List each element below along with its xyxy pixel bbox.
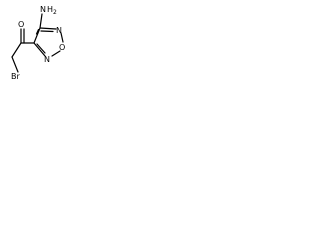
amine-subscript-label: 2 [53, 9, 57, 16]
ring-bond-n-o [60, 32, 64, 43]
amine-hydrogen-label: H [47, 5, 53, 14]
ring-bond-c4-c3-inner [35, 28, 40, 35]
ring-bond-c4-n [39, 27, 57, 30]
ring-bond-c3-n [33, 42, 46, 57]
bond-carbonyl-to-ch2 [11, 42, 22, 58]
structure-canvas: N H 2 N O N O Br [0, 0, 75, 83]
amine-nitrogen-label: N [40, 5, 46, 14]
ring-bond-c4-c3 [33, 27, 41, 44]
ring-bond-c3-n-inner [36, 43, 46, 54]
ring-bond-o-n [51, 50, 61, 57]
ring-oxygen-label: O [59, 43, 65, 52]
ring-nitrogen-bottom-label: N [44, 55, 50, 64]
molecule-structure: N H 2 N O N O Br [11, 5, 65, 81]
bond-amine-to-ring [39, 13, 43, 29]
ring-nitrogen-top-label: N [56, 26, 62, 35]
ring-bond-c4-n-inner [40, 30, 54, 33]
bond-ch2-to-br [11, 56, 19, 73]
carbonyl-oxygen-label: O [18, 20, 24, 29]
bromine-label: Br [11, 72, 20, 81]
